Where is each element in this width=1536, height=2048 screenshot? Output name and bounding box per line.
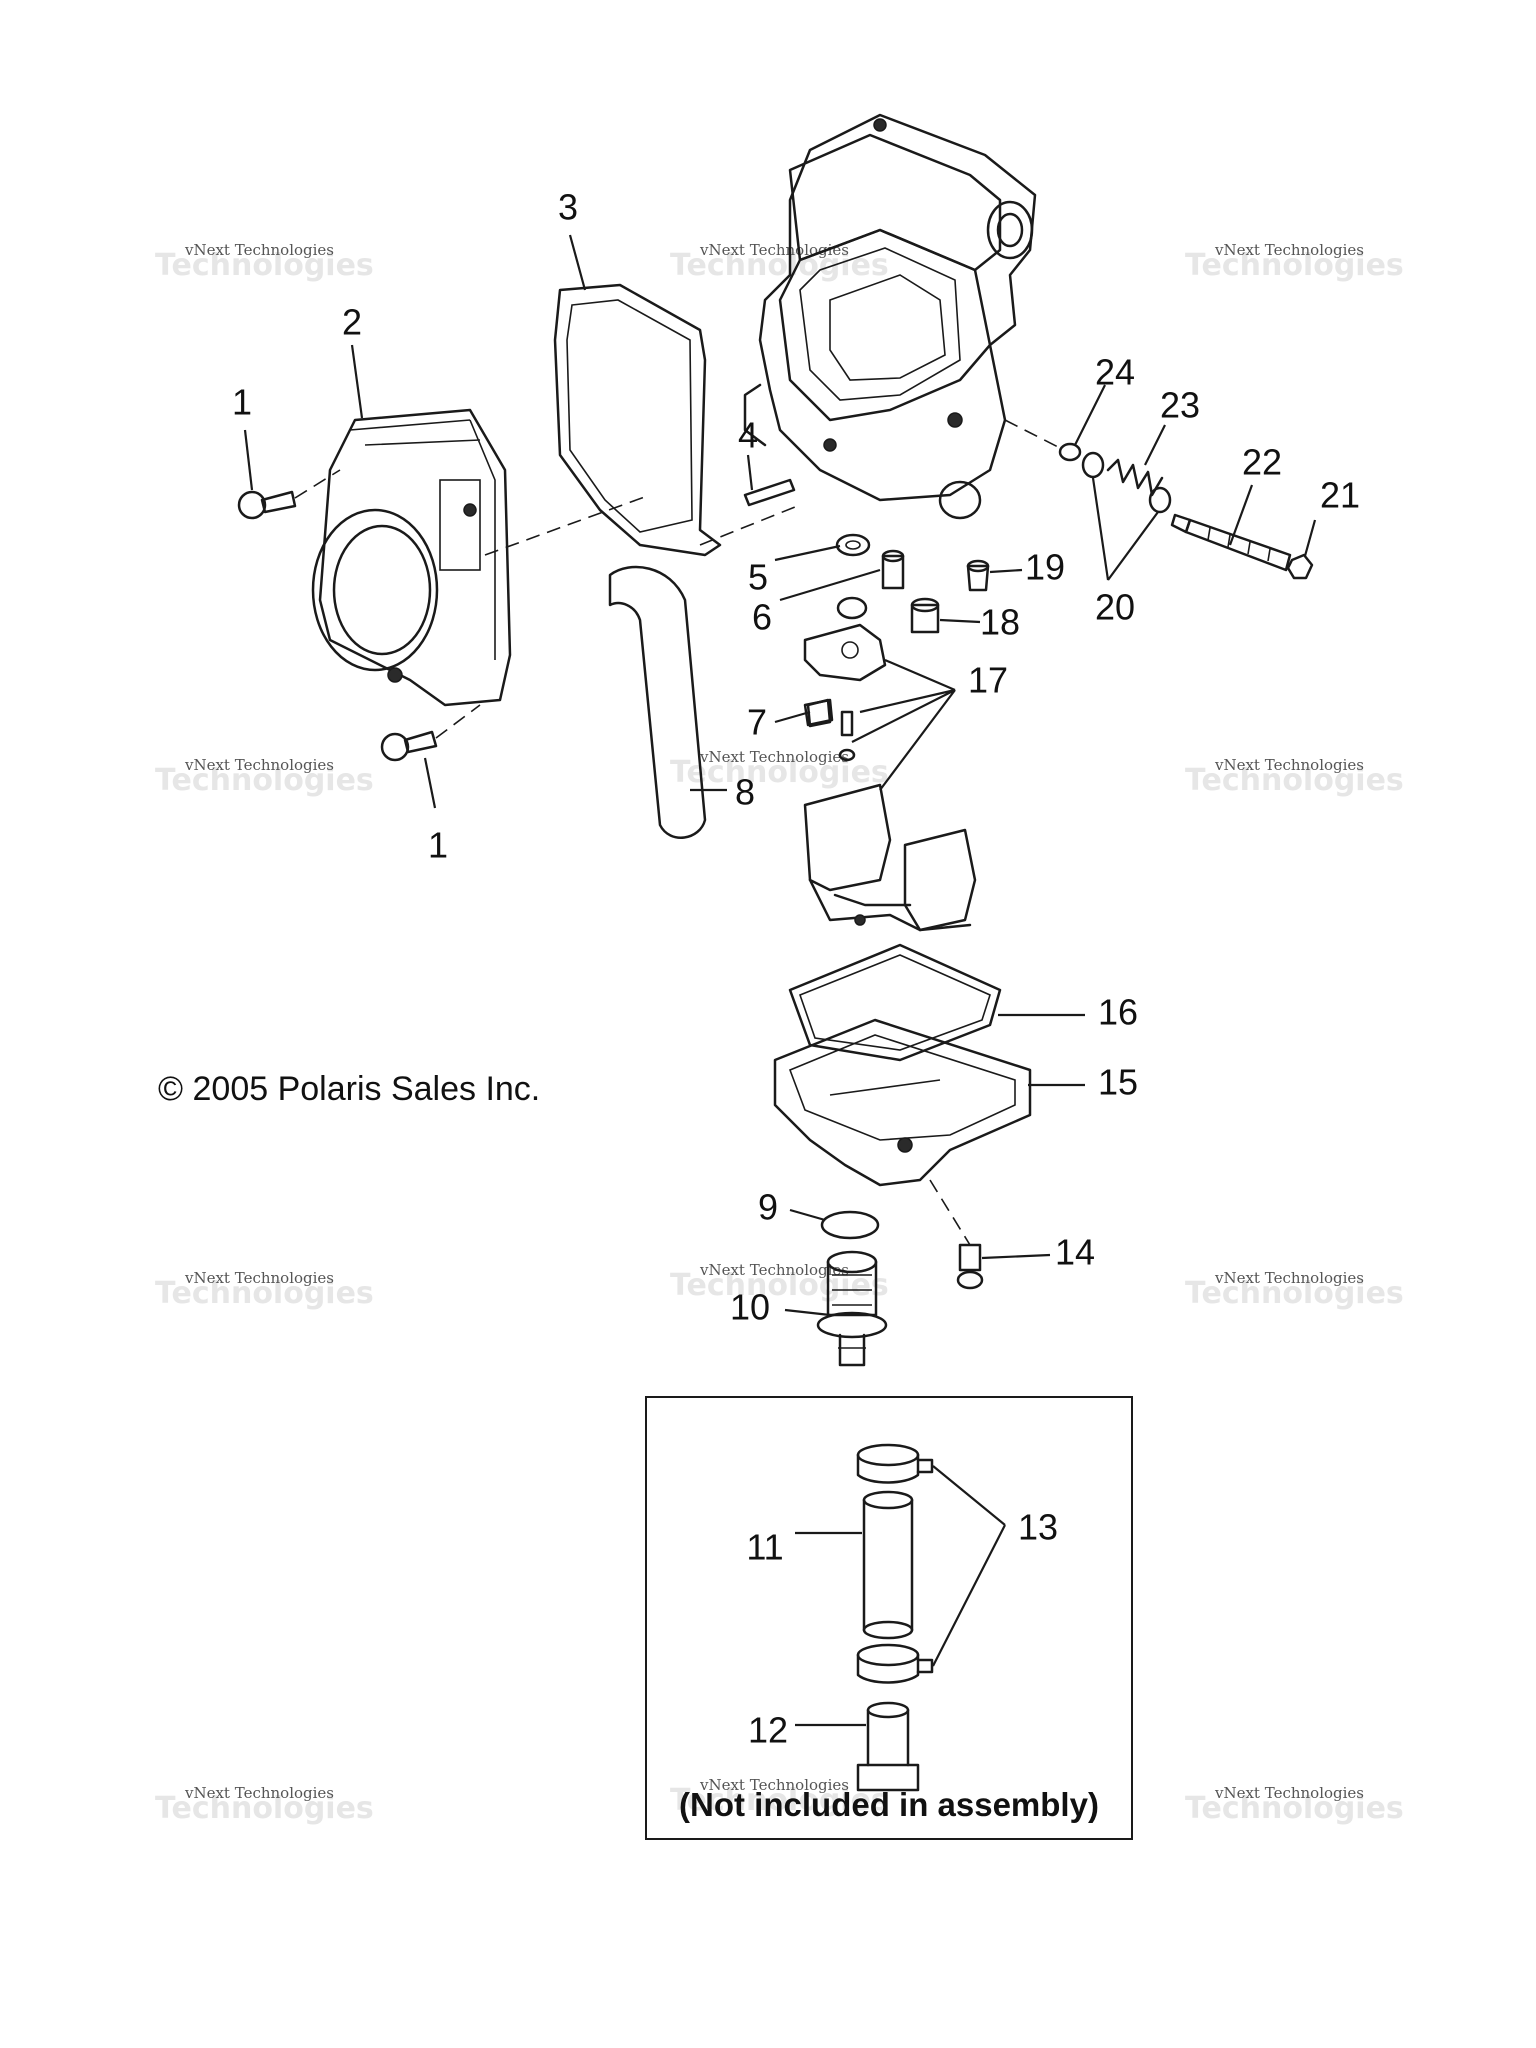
svg-text:Technologies: Technologies [1185,1276,1404,1311]
leader-lines [243,234,1317,1727]
callout-3: 3 [558,187,578,228]
watermark: Technologies vNext Technologies [1185,1784,1404,1826]
svg-text:vNext Technologies: vNext Technologies [1214,756,1364,774]
callout-1-lower: 1 [428,825,448,866]
callout-7: 7 [747,702,767,743]
callout-13: 13 [1018,1507,1058,1548]
pilot-screw-spring [1106,458,1164,497]
pilot-screw-cap [1286,553,1314,580]
watermark: Technologies vNext Technologies [1185,1269,1404,1311]
inset-parts [856,1443,934,1792]
svg-text:Technologies: Technologies [155,763,374,798]
watermark: Technologies vNext Technologies [155,756,374,798]
svg-text:vNext Technologies: vNext Technologies [184,1269,334,1287]
callout-8: 8 [735,772,755,813]
throttle-body-housing [311,408,512,707]
float-bowl [773,1018,1032,1246]
watermark: Technologies vNext Technologies [670,1261,889,1303]
float-valve-assembly [803,596,887,762]
callout-2: 2 [342,302,362,343]
svg-text:vNext Technologies: vNext Technologies [184,756,334,774]
inset-note: (Not included in assembly) [679,1786,1099,1823]
callout-labels: 1 2 3 4 5 6 7 8 9 10 11 12 13 14 15 16 1… [232,187,1360,1751]
pin [743,478,796,507]
watermark: Technologies vNext Technologies [670,1776,889,1818]
bowl-screw [956,1243,984,1290]
callout-10: 10 [730,1287,770,1328]
callout-17: 17 [968,660,1008,701]
drain-plug [910,597,940,634]
parts-layer [237,113,1314,1792]
bowl-gasket-top [553,283,801,557]
svg-text:Technologies: Technologies [155,1791,374,1826]
carburetor-body [743,113,1037,520]
svg-text:Technologies: Technologies [1185,248,1404,283]
callout-4: 4 [738,415,758,456]
pilot-screw-oring [1004,419,1082,462]
callout-15: 15 [1098,1062,1138,1103]
pilot-screw [1170,513,1292,572]
svg-text:vNext Technologies: vNext Technologies [699,1261,849,1279]
float-pin-screw [806,698,832,728]
watermark: Technologies vNext Technologies [1185,241,1404,283]
callout-20: 20 [1095,587,1135,628]
callout-1-upper: 1 [232,382,252,423]
watermark-layer: Technologies vNext Technologies Technolo… [155,241,1404,1826]
callout-21: 21 [1320,475,1360,516]
svg-text:vNext Technologies: vNext Technologies [699,748,849,766]
callout-16: 16 [1098,992,1138,1033]
callout-11: 11 [746,1527,783,1568]
watermark: Technologies vNext Technologies [670,748,889,790]
callout-6: 6 [752,597,772,638]
svg-text:Technologies: Technologies [670,1268,889,1303]
o-ring [820,1210,880,1240]
svg-text:Technologies: Technologies [670,248,889,283]
svg-text:Technologies: Technologies [1185,763,1404,798]
vent-hose [484,494,707,839]
pilot-screw-washers [1081,451,1172,514]
copyright-text: © 2005 Polaris Sales Inc. [158,1070,541,1108]
callout-24: 24 [1095,352,1135,393]
svg-text:Technologies: Technologies [155,1276,374,1311]
pilot-jet [966,559,990,592]
watermark: Technologies vNext Technologies [155,241,374,283]
svg-text:vNext Technologies: vNext Technologies [184,1784,334,1802]
callout-14: 14 [1055,1232,1095,1273]
svg-text:vNext Technologies: vNext Technologies [1214,241,1364,259]
svg-text:Technologies: Technologies [670,1783,889,1818]
callout-9: 9 [758,1187,778,1228]
callout-19: 19 [1025,547,1065,588]
watermark: Technologies vNext Technologies [1185,756,1404,798]
svg-text:vNext Technologies: vNext Technologies [184,241,334,259]
screw-upper [237,469,341,520]
callout-12: 12 [748,1710,788,1751]
washer [835,533,871,557]
svg-text:vNext Technologies: vNext Technologies [1214,1784,1364,1802]
callout-18: 18 [980,602,1020,643]
drain-fitting [816,1250,888,1367]
float [803,783,977,932]
svg-text:vNext Technologies: vNext Technologies [1214,1269,1364,1287]
callout-5: 5 [748,557,768,598]
main-jet [881,549,905,590]
watermark: Technologies vNext Technologies [155,1269,374,1311]
not-included-inset-box: (Not included in assembly) [645,1396,1133,1840]
screw-lower [380,704,481,762]
float-bowl-gasket [788,943,1002,1062]
watermark: Technologies vNext Technologies [155,1784,374,1826]
svg-text:Technologies: Technologies [670,755,889,790]
watermark: Technologies vNext Technologies [670,241,889,283]
callout-22: 22 [1242,442,1282,483]
svg-text:Technologies: Technologies [1185,1791,1404,1826]
callout-23: 23 [1160,385,1200,426]
svg-text:vNext Technologies: vNext Technologies [699,1776,849,1794]
svg-text:Technologies: Technologies [155,248,374,283]
